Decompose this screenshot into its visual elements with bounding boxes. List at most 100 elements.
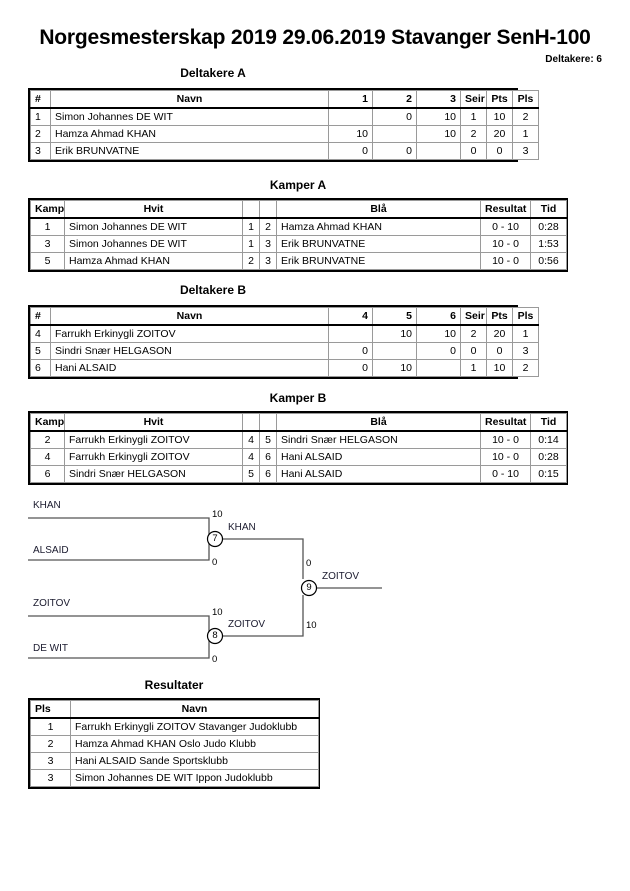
bracket-sf2-winner: ZOITOV: [228, 619, 266, 630]
table-row: 2 Hamza Ahmad KHAN 10 10 2 20 1: [30, 125, 539, 143]
results-frame: [28, 698, 320, 789]
table-row: 6 Hani ALSAID 0 10 1 10 2: [30, 359, 539, 377]
bracket-final-match-number: 9: [306, 582, 312, 593]
matches-a-table: Kamp Hvit Blå Resultat Tid 1 Simon Johan…: [30, 200, 567, 270]
bracket-sf1-match-number: 7: [212, 533, 218, 544]
cell-blue-number: 5: [259, 430, 277, 449]
cell-white-number: 4: [242, 430, 260, 449]
bracket-sf1-bottom-score: 0: [212, 557, 218, 568]
cell-place: 2: [30, 735, 71, 753]
cell-place: 3: [512, 142, 539, 160]
cell-points: 10: [486, 359, 513, 377]
cell-result: 10 - 0: [480, 252, 531, 270]
col-wins: Seir: [460, 90, 487, 109]
cell-wins: 1: [460, 359, 487, 377]
col-name: Navn: [50, 307, 329, 326]
cell-blue-number: 6: [259, 448, 277, 466]
cell-white-number: 4: [242, 448, 260, 466]
cell-score-1: [328, 107, 373, 126]
col-blue: Blå: [276, 200, 481, 219]
cell-score-6: 10: [416, 324, 461, 343]
cell-score-4: [328, 324, 373, 343]
cell-score-3: 10: [416, 107, 461, 126]
bracket-sf1-top-name: KHAN: [33, 500, 61, 511]
bracket-sf2-top-name: ZOITOV: [33, 598, 71, 609]
cell-name: Hamza Ahmad KHAN Oslo Judo Klubb: [70, 735, 319, 753]
cell-number: 2: [30, 125, 51, 143]
table-row: 6 Sindri Snær HELGASON 5 6 Hani ALSAID 0…: [30, 465, 567, 483]
cell-blue: Erik BRUNVATNE: [276, 235, 481, 253]
cell-white: Hamza Ahmad KHAN: [64, 252, 243, 270]
pool-a-caption: Deltakere A: [180, 66, 246, 80]
page-title: Norgesmesterskap 2019 29.06.2019 Stavang…: [39, 26, 591, 49]
pool-b-caption: Deltakere B: [179, 283, 247, 297]
cell-blue: Hamza Ahmad KHAN: [276, 217, 481, 236]
cell-wins: 2: [460, 125, 487, 143]
cell-score-6: [416, 359, 461, 377]
cell-name: Hani ALSAID: [50, 359, 329, 377]
cell-number: 1: [30, 107, 51, 126]
cell-score-5: 10: [372, 359, 417, 377]
cell-number: 5: [30, 342, 51, 360]
cell-match: 5: [30, 252, 65, 270]
cell-score-3: 10: [416, 125, 461, 143]
bracket-sf2-top-score: 10: [212, 607, 223, 618]
table-row: 1 Simon Johannes DE WIT 0 10 1 10 2: [30, 107, 539, 126]
cell-blue-number: 6: [259, 465, 277, 483]
cell-points: 10: [486, 107, 513, 126]
cell-white-number: 5: [242, 465, 260, 483]
cell-points: 0: [486, 342, 513, 360]
cell-white: Simon Johannes DE WIT: [64, 235, 243, 253]
bracket-final-bottom-score: 10: [306, 620, 317, 631]
col-wins: Seir: [460, 307, 487, 326]
col-opponent-2: 2: [372, 90, 417, 109]
col-number: #: [30, 90, 51, 109]
cell-points: 0: [486, 142, 513, 160]
cell-points: 20: [486, 125, 513, 143]
cell-result: 0 - 10: [480, 217, 531, 236]
bracket-sf1-top-score: 10: [212, 509, 223, 520]
cell-place: 1: [512, 125, 539, 143]
cell-time: 0:15: [530, 465, 567, 483]
cell-blue: Hani ALSAID: [276, 448, 481, 466]
col-white-number: [242, 413, 260, 432]
matches-a-frame: [28, 198, 568, 272]
col-white-number: [242, 200, 260, 219]
table-row: 1 Simon Johannes DE WIT 1 2 Hamza Ahmad …: [30, 217, 567, 236]
cell-place: 2: [512, 359, 539, 377]
col-opponent-6: 6: [416, 307, 461, 326]
table-row: 4 Farrukh Erkinygli ZOITOV 4 6 Hani ALSA…: [30, 448, 567, 466]
col-match: Kamp: [30, 413, 65, 432]
col-place: Pls: [512, 307, 539, 326]
cell-blue: Hani ALSAID: [276, 465, 481, 483]
bracket-line-sf1-top: [28, 517, 210, 537]
cell-score-2: 0: [372, 142, 417, 160]
cell-score-2: 0: [372, 107, 417, 126]
cell-name: Hamza Ahmad KHAN: [50, 125, 329, 143]
col-match: Kamp: [30, 200, 65, 219]
cell-white: Farrukh Erkinygli ZOITOV: [64, 430, 243, 449]
matches-b-table: Kamp Hvit Blå Resultat Tid 2 Farrukh Erk…: [30, 413, 567, 483]
col-points: Pts: [486, 90, 513, 109]
cell-name: Simon Johannes DE WIT: [50, 107, 329, 126]
bracket-sf2-bottom-name: DE WIT: [33, 643, 68, 654]
cell-wins: 1: [460, 107, 487, 126]
col-points: Pts: [486, 307, 513, 326]
cell-time: 0:56: [530, 252, 567, 270]
pool-b-table: # Navn 4 5 6 Seir Pts Pls 4 Farrukh Erki…: [30, 307, 539, 377]
col-result: Resultat: [480, 413, 531, 432]
cell-place: 2: [512, 107, 539, 126]
col-time: Tid: [530, 413, 567, 432]
entrants-count: Deltakere: 6: [545, 54, 602, 65]
cell-name: Farrukh Erkinygli ZOITOV Stavanger Judok…: [70, 717, 319, 736]
cell-result: 10 - 0: [480, 235, 531, 253]
pool-a-header-row: # Navn 1 2 3 Seir Pts Pls: [30, 90, 539, 109]
matches-b-caption: Kamper B: [269, 391, 327, 405]
cell-blue: Erik BRUNVATNE: [276, 252, 481, 270]
cell-score-3: [416, 142, 461, 160]
cell-name: Farrukh Erkinygli ZOITOV: [50, 324, 329, 343]
table-row: 5 Hamza Ahmad KHAN 2 3 Erik BRUNVATNE 10…: [30, 252, 567, 270]
col-place: Pls: [30, 700, 71, 719]
cell-result: 0 - 10: [480, 465, 531, 483]
cell-place: 1: [512, 324, 539, 343]
